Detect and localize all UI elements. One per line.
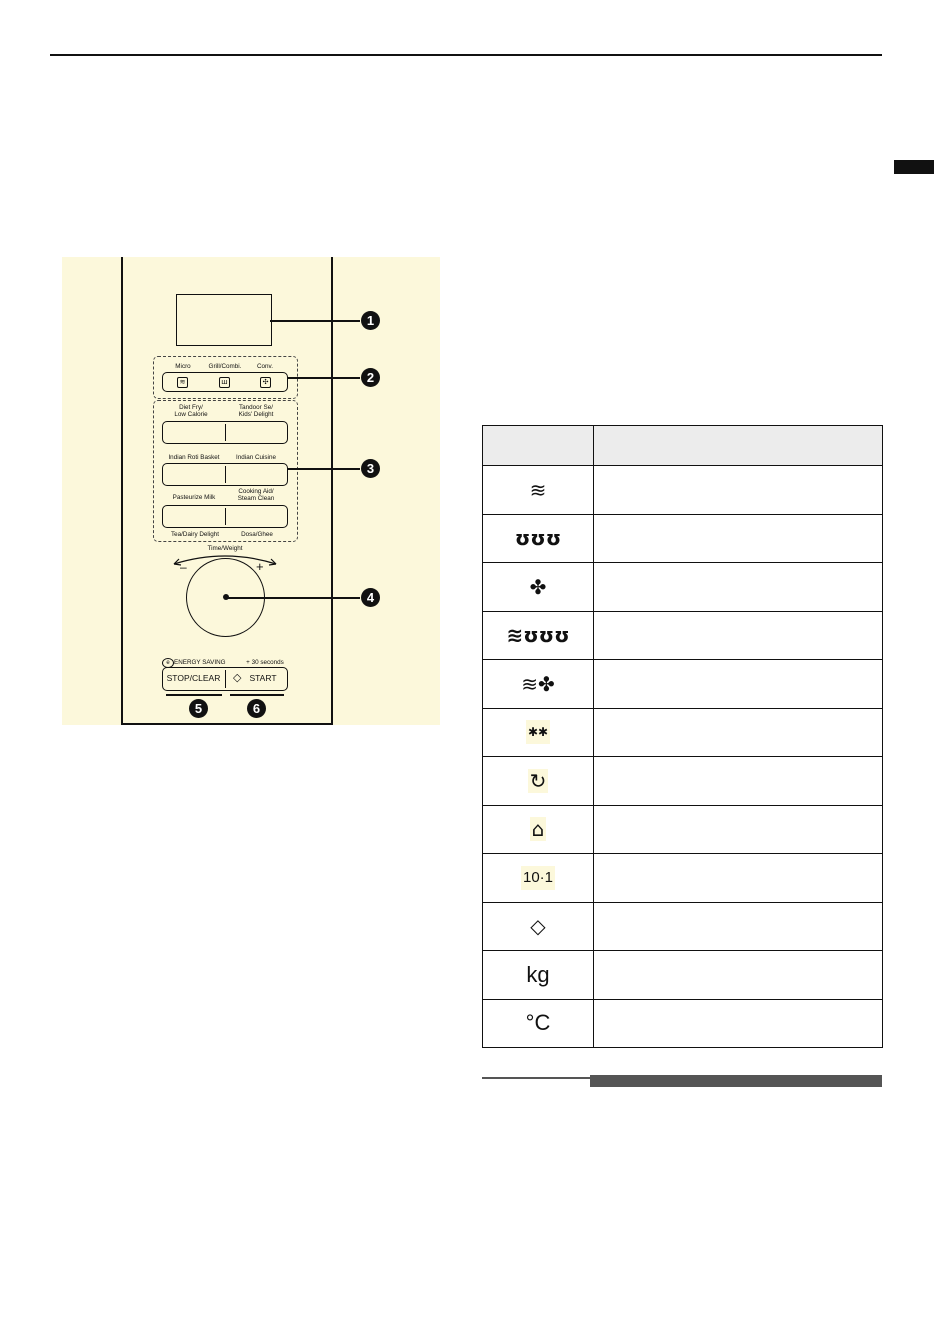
start-diamond-icon: ◇ [530,914,546,939]
dial-minus: – [180,560,187,574]
menu-button-row-1[interactable] [162,421,288,444]
mode-button-bar [162,372,288,392]
header-rule [50,54,882,56]
auto-menu-group [153,400,298,542]
menu-button-row-2[interactable] [162,463,288,486]
weight-unit-icon: kg [526,961,550,987]
section-tab-marker [894,160,934,174]
table-header-description [593,425,883,466]
mode-label-grill: Grill/Combi. [208,363,242,370]
table-row: ◇ [482,901,883,951]
thirty-seconds-label: + 30 seconds [246,659,284,666]
menu-label-roti: Indian Roti Basket [168,454,220,461]
dial-plus: + [256,559,264,574]
convection-fan-icon: ✤ [529,574,547,599]
celsius-icon: °C [525,1010,551,1036]
callout-3: 3 [361,459,380,478]
stop-clear-button[interactable]: STOP/CLEAR [166,673,221,683]
control-panel-background [62,257,440,725]
callout-2: 2 [361,368,380,387]
menu-label-diet-fry: Diet Fry/ Low Calorie [174,404,208,418]
leader-line-2 [288,377,360,379]
micro-grill-combo-icon: ≋ʊʊʊ [506,623,570,648]
start-label: START [249,673,277,683]
panel-display [176,294,272,346]
microwave-waves-icon: ≋ [529,477,547,502]
table-row: ↻ [482,756,883,806]
table-header-icon [482,425,594,466]
start-symbol-icon: ◇ [233,671,242,684]
table-row: kg [482,950,883,1000]
menu-label-pasteurize: Pasteurize Milk [172,494,216,501]
leader-line-3 [288,468,360,470]
callout-5: 5 [189,699,208,718]
defrost-icon: ✱✱ [525,720,551,745]
table-row: ✱✱ [482,707,883,757]
table-row: ≋✤ [482,659,883,709]
callout-1: 1 [361,311,380,330]
table-row: ≋ [482,465,883,515]
grill-mode-icon[interactable]: ꟺ [219,377,230,388]
child-lock-icon: ⌂ [529,817,547,842]
control-panel-frame [121,257,333,725]
menu-button-row-3[interactable] [162,505,288,528]
section-rule-thick [590,1075,882,1087]
micro-mode-icon[interactable]: ≋ [177,377,188,388]
table-row: ⌂ [482,804,883,854]
table-row: ✤ [482,562,883,612]
mode-label-micro: Micro [175,363,191,370]
display-symbol-table: ≋ ʊʊʊ ✤ ≋ʊʊʊ ≋✤ ✱✱ ↻ ⌂ 10·1 ◇ kg °C [482,425,883,1048]
grill-heater-icon: ʊʊʊ [514,526,562,551]
section-rule-thin [482,1077,592,1079]
callout-4: 4 [361,588,380,607]
callout-6: 6 [247,699,266,718]
table-row: ʊʊʊ [482,513,883,563]
rotate-icon: ↻ [527,768,549,793]
table-row: °C [482,998,883,1048]
countdown-icon: 10·1 [520,865,556,890]
stop-start-button-bar [162,667,288,691]
table-row: 10·1 [482,853,883,903]
energy-saving-label: ENERGY SAVING [174,659,226,666]
stop-underline [166,694,222,696]
start-button[interactable]: ◇ START [226,667,288,689]
start-underline [230,694,284,696]
menu-label-tea: Tea/Dairy Delight [171,531,219,538]
dial-label: Time/Weight [207,545,243,552]
menu-label-dosa: Dosa/Ghee [241,531,273,538]
mode-label-conv: Conv. [257,363,273,370]
dial-arrow-arc [173,555,277,566]
menu-label-cuisine: Indian Cuisine [236,454,276,461]
leader-line-1 [270,320,360,322]
menu-label-cooking-aid: Cooking Aid/ Steam Clean [237,488,275,502]
conv-mode-icon[interactable]: ✣ [260,377,271,388]
menu-label-tandoor: Tandoor Se/ Kids' Delight [238,404,274,418]
micro-convection-combo-icon: ≋✤ [521,671,555,696]
leader-line-4 [226,597,360,599]
table-row: ≋ʊʊʊ [482,610,883,660]
